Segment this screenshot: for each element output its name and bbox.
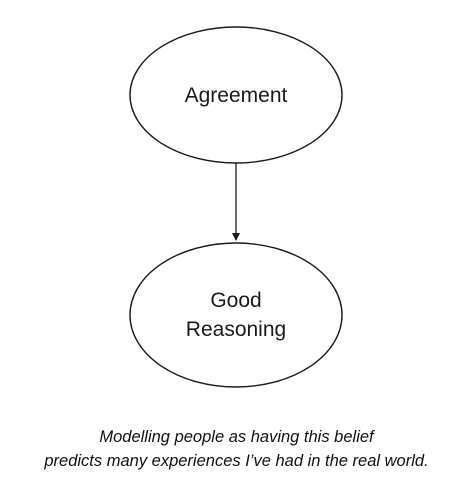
causal-diagram: Agreement Good Reasoning: [129, 26, 343, 388]
caption-line-2: predicts many experiences I’ve had in th…: [44, 452, 429, 470]
node-good-reasoning-label-line1: Good: [210, 289, 261, 312]
figure-caption: Modelling people as having this belief p…: [0, 425, 473, 473]
node-good-reasoning: Good Reasoning: [129, 242, 343, 388]
node-agreement-label: Agreement: [185, 84, 288, 107]
node-good-reasoning-label-line2: Reasoning: [186, 318, 286, 341]
node-good-reasoning-ellipse: [129, 242, 343, 388]
node-agreement: Agreement: [129, 26, 343, 164]
caption-line-1: Modelling people as having this belief: [99, 428, 374, 446]
